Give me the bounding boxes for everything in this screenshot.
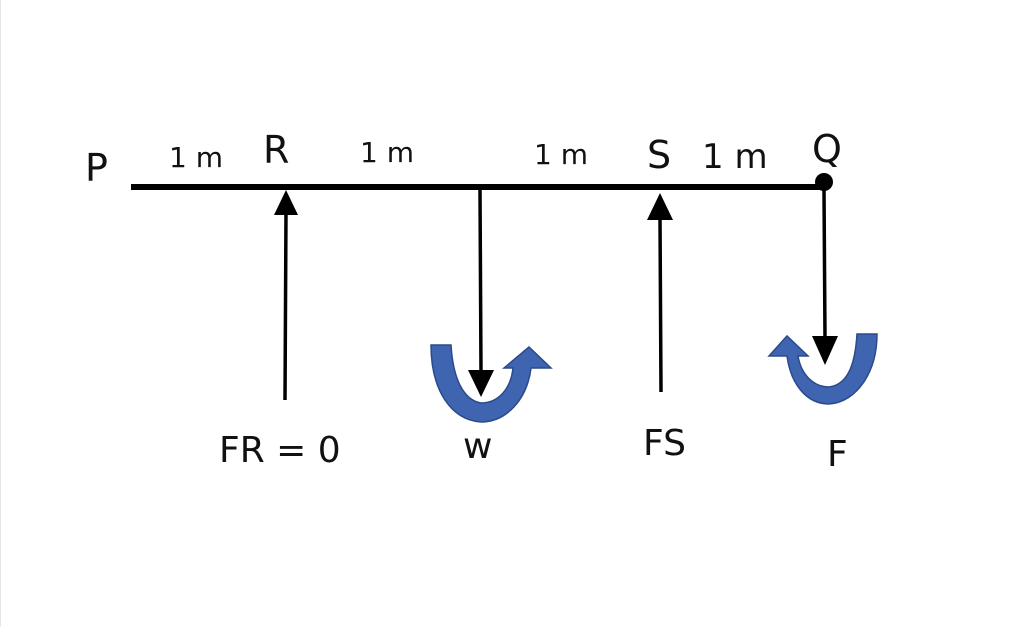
distance-label-pr: 1 m (169, 141, 223, 174)
point-label-q: Q (812, 127, 842, 171)
force-arrow-w (468, 189, 494, 397)
force-label-fs: FS (643, 423, 686, 464)
point-label-s: S (647, 133, 671, 177)
force-label-f: F (827, 434, 848, 475)
force-label-fr: FR = 0 (219, 430, 341, 471)
force-label-w: w (463, 426, 492, 467)
anticlockwise-moment-arrow-icon (430, 344, 553, 423)
distance-label-ws: 1 m (534, 138, 588, 171)
clockwise-moment-arrow-icon (767, 333, 878, 405)
distance-label-rw: 1 m (360, 136, 414, 169)
pivot-q-dot (815, 173, 833, 191)
force-arrow-f (812, 189, 838, 365)
force-arrow-fr (274, 190, 298, 401)
point-label-p: P (85, 146, 108, 190)
force-arrow-fs (647, 193, 673, 393)
distance-label-sq: 1 m (702, 137, 768, 177)
point-label-r: R (263, 128, 289, 172)
